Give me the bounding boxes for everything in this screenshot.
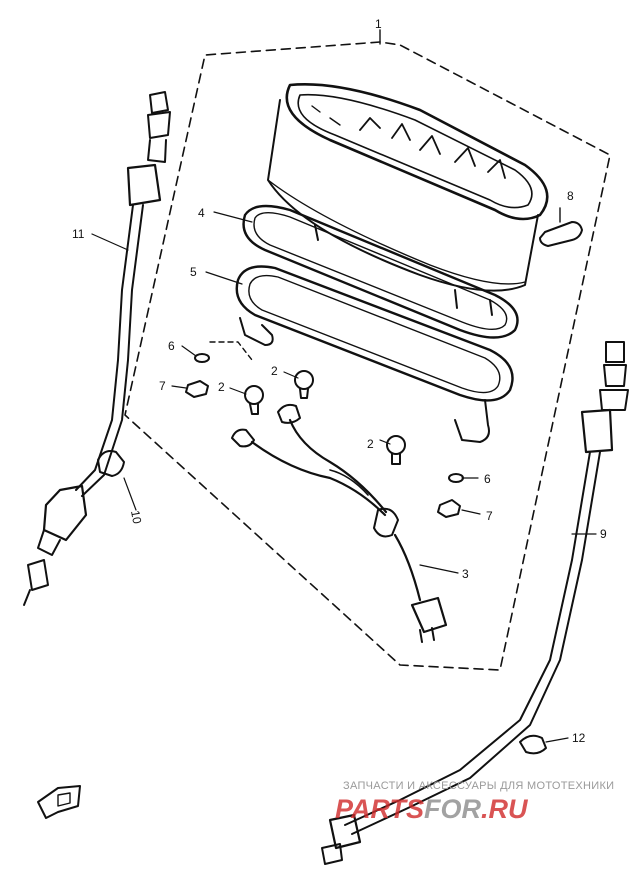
watermark-brand-parts: PARTS <box>335 794 424 824</box>
callout-3: 3 <box>462 567 469 581</box>
callout-6-left: 6 <box>168 339 175 353</box>
speedometer-housing <box>267 83 549 316</box>
bracket-5 <box>235 265 514 443</box>
callout-6-right: 6 <box>484 472 491 486</box>
bulb-2-middle <box>294 370 314 399</box>
callout-12: 12 <box>572 731 586 745</box>
callout-2-left: 2 <box>218 380 225 394</box>
watermark-brand-ru: .RU <box>481 794 529 824</box>
callout-8: 8 <box>567 189 574 203</box>
nut-7-left <box>185 380 209 398</box>
callout-10: 10 <box>128 509 144 525</box>
clip-12 <box>519 734 547 755</box>
dashed-leader-left <box>209 341 253 361</box>
bulb-2-right <box>386 435 406 465</box>
callout-2-middle: 2 <box>271 364 278 378</box>
callout-7-right: 7 <box>486 509 493 523</box>
watermark-tagline: ЗАПЧАСТИ И АКСЕССУАРЫ ДЛЯ МОТОТЕХНИКИ <box>343 780 614 792</box>
gasket-4 <box>242 204 519 339</box>
callout-7-left: 7 <box>159 379 166 393</box>
callout-9: 9 <box>600 527 607 541</box>
callout-11: 11 <box>72 227 85 241</box>
cable-9 <box>321 341 629 865</box>
cable-11 <box>23 91 171 606</box>
wire-harness-3 <box>231 403 448 643</box>
callout-2-right: 2 <box>367 437 374 451</box>
bulb-2-left <box>244 385 264 415</box>
grommet-10 <box>97 450 125 477</box>
callout-5: 5 <box>190 265 197 279</box>
callout-1: 1 <box>375 17 382 31</box>
assembly-boundary <box>124 41 611 671</box>
indicator-light-8 <box>539 207 583 247</box>
callout-4: 4 <box>198 206 205 220</box>
direction-arrow-icon <box>37 785 81 819</box>
watermark-brand-for: FOR <box>424 794 481 824</box>
washer-6-right <box>448 473 464 483</box>
watermark-brand: PARTSFOR.RU <box>335 794 529 824</box>
washer-6-left <box>194 353 210 363</box>
nut-7-right <box>437 499 461 518</box>
